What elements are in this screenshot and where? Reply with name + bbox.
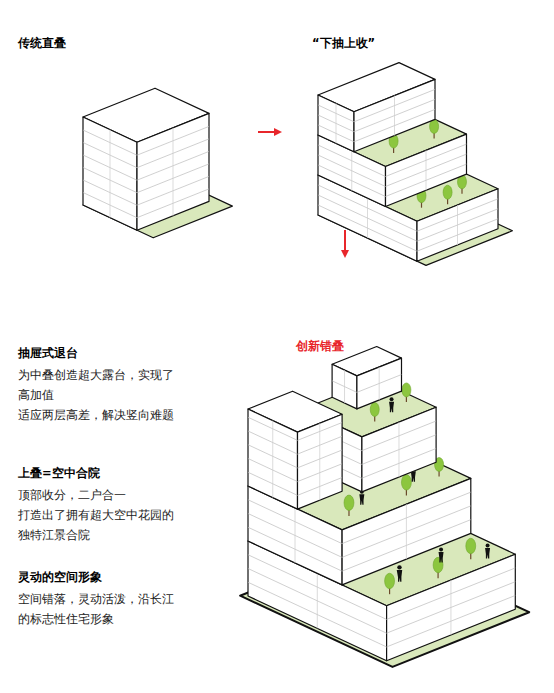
person-figure — [359, 494, 364, 505]
unit-line — [394, 96, 395, 136]
person-figure — [397, 570, 403, 582]
figure-title: 传统直叠 — [18, 33, 138, 53]
unit-line — [317, 573, 318, 628]
section-text: 打造出了拥有超大空中花园的独特江景合院 — [18, 505, 182, 545]
figure-title: “下抽上收” — [312, 33, 432, 53]
side-face — [318, 95, 354, 152]
tree-crown — [385, 573, 395, 588]
person-figure — [486, 543, 490, 547]
unit-line — [295, 508, 296, 563]
section-heading: 上叠=空中合院 — [18, 463, 184, 483]
unit-line — [173, 128, 174, 216]
side-face — [248, 409, 298, 509]
section-text: 为中叠创造超大露台，实现了高加值 — [18, 365, 182, 405]
section-heading: 抽屉式退台 — [18, 343, 184, 363]
person-figure — [439, 547, 443, 551]
tree-crown — [401, 475, 411, 490]
unit-line — [398, 422, 399, 477]
person-figure — [390, 397, 394, 401]
side-face — [417, 189, 498, 261]
person-figure — [397, 565, 401, 569]
side-face — [298, 414, 343, 509]
person-figure — [485, 548, 490, 559]
side-face — [387, 554, 516, 661]
unit-line — [272, 421, 273, 498]
side-face — [137, 113, 209, 230]
section-heading: 灵动的空间形象 — [18, 567, 184, 587]
side-face — [354, 79, 435, 151]
unit-line — [457, 205, 458, 245]
section-text: 顶部收分，二户合一 — [18, 485, 184, 505]
unit-line — [110, 130, 111, 218]
person-figure — [439, 552, 444, 563]
side-face — [342, 478, 471, 585]
person-figure — [389, 402, 394, 413]
side-face — [386, 134, 467, 206]
person-figure — [411, 471, 416, 482]
unit-line — [319, 423, 320, 500]
side-face — [83, 117, 137, 230]
floor-line — [318, 195, 417, 241]
tree-crown — [443, 185, 452, 199]
unit-line — [351, 151, 352, 191]
unit-line — [406, 504, 407, 559]
unit-line — [379, 367, 380, 400]
unit-line — [367, 198, 368, 238]
tree-crown — [466, 538, 476, 553]
red-arrow — [344, 230, 346, 256]
side-face — [362, 407, 436, 492]
unit-line — [426, 150, 427, 190]
tree-crown — [402, 383, 411, 397]
side-face — [332, 364, 357, 409]
red-arrow — [258, 131, 280, 133]
tree-crown — [370, 402, 379, 416]
section-text: 空间错落，灵动活泼，沿长江的标志性住宅形象 — [18, 589, 182, 629]
section-text: 适应两层高差，解决竖向难题 — [18, 405, 188, 425]
floor-line — [248, 569, 387, 634]
unit-line — [450, 580, 451, 635]
figure-title: 创新错叠 — [296, 336, 396, 356]
side-face — [357, 358, 402, 409]
unit-line — [336, 103, 337, 143]
tree-crown — [344, 495, 354, 510]
unit-line — [344, 370, 345, 403]
